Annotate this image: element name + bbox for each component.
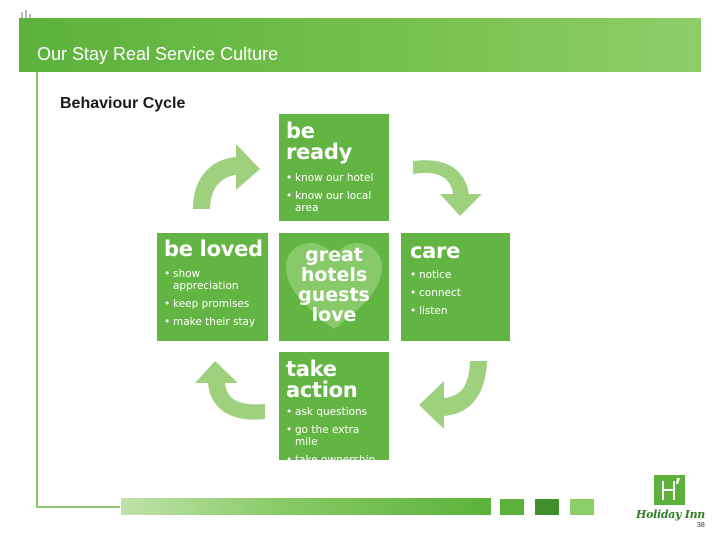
frame-line-left bbox=[36, 72, 38, 508]
take-action-list: ask questions go the extra mile take own… bbox=[286, 406, 383, 466]
center-text: great hotels guests love bbox=[279, 245, 389, 325]
arrow-bottom-left-icon bbox=[195, 361, 265, 420]
page-number: 38 bbox=[697, 522, 705, 529]
footer-square bbox=[500, 499, 524, 515]
arrow-top-left-icon bbox=[193, 144, 260, 209]
be-ready-box: be ready know our hotel know our local a… bbox=[279, 114, 389, 232]
be-ready-title: be ready bbox=[286, 119, 352, 164]
take-action-title-line: take bbox=[286, 357, 337, 381]
list-item: know our local area bbox=[286, 190, 383, 214]
footer-gradient-bar bbox=[121, 498, 491, 515]
be-loved-list: show appreciation keep promises make the… bbox=[164, 268, 264, 328]
list-item: go the extra mile bbox=[286, 424, 383, 448]
logo-text: Holiday Inn bbox=[636, 508, 705, 521]
center-line: guests bbox=[298, 284, 370, 306]
care-title: care bbox=[410, 239, 461, 263]
be-loved-title: be loved bbox=[164, 237, 263, 261]
slide-title: Our Stay Real Service Culture bbox=[37, 44, 279, 64]
center-line: love bbox=[311, 304, 357, 326]
take-action-box: take action ask questions go the extra m… bbox=[279, 352, 389, 466]
list-item: keep promises bbox=[164, 298, 264, 310]
arrow-top-right-icon bbox=[413, 160, 482, 216]
care-list: notice connect listen bbox=[410, 269, 504, 317]
header-bar bbox=[19, 18, 701, 72]
take-action-title: take action bbox=[286, 359, 383, 401]
arrow-bottom-right-icon bbox=[419, 361, 487, 429]
be-loved-box: be loved show appreciation keep promises… bbox=[157, 233, 268, 341]
corner-mark bbox=[21, 10, 31, 18]
frame-line-bottom bbox=[36, 506, 120, 508]
list-item: ask questions bbox=[286, 406, 383, 418]
list-item: connect bbox=[410, 287, 504, 299]
list-item: know our role bbox=[286, 220, 383, 232]
care-box: care notice connect listen bbox=[401, 233, 510, 341]
be-ready-list: know our hotel know our local area know … bbox=[286, 172, 383, 232]
list-item: know our hotel bbox=[286, 172, 383, 184]
list-item: listen bbox=[410, 305, 504, 317]
holiday-inn-logo-icon bbox=[654, 475, 685, 505]
list-item: take ownership bbox=[286, 454, 383, 466]
heart-icon bbox=[286, 243, 382, 329]
center-line: great bbox=[305, 244, 363, 266]
footer-square bbox=[535, 499, 559, 515]
slide-subtitle: Behaviour Cycle bbox=[60, 95, 186, 112]
footer-square bbox=[570, 499, 594, 515]
center-line: hotels bbox=[300, 264, 368, 286]
list-item: make their stay bbox=[164, 316, 264, 328]
list-item: notice bbox=[410, 269, 504, 281]
center-box: great hotels guests love bbox=[279, 233, 389, 341]
list-item: show appreciation bbox=[164, 268, 264, 292]
take-action-title-line: action bbox=[286, 378, 358, 402]
